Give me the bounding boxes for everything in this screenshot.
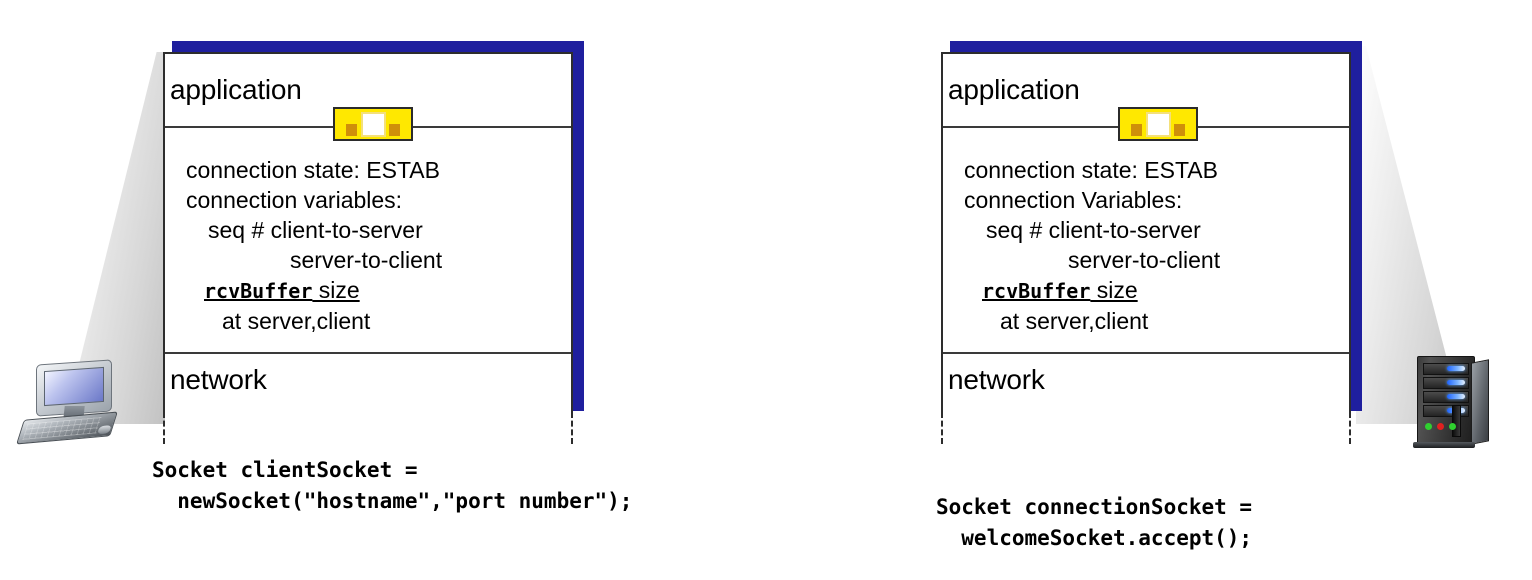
server-socket-pin-right: [1174, 124, 1185, 136]
client-state-line-0: connection state: ESTAB: [186, 157, 440, 183]
server-status-light-green-2: [1449, 423, 1456, 430]
client-stack-shadow-top: [172, 41, 584, 52]
client-code-line-1: Socket clientSocket =: [152, 458, 418, 482]
client-socket-hole: [361, 112, 386, 137]
client-buffer-line: rcvBuffer size: [186, 275, 442, 306]
server-state-line-0: connection state: ESTAB: [964, 157, 1218, 183]
server-network-label: network: [948, 364, 1045, 395]
client-code-caption: Socket clientSocket = newSocket("hostnam…: [152, 455, 632, 517]
server-socket-hole: [1146, 112, 1171, 137]
client-connection-state-block: connection state: ESTAB connection varia…: [186, 155, 442, 336]
client-state-line-3: server-to-client: [290, 247, 443, 273]
server-divider-network: [943, 352, 1349, 354]
server-bay-1: [1423, 363, 1469, 375]
monitor-screen: [44, 366, 104, 407]
client-network-label: network: [170, 364, 267, 395]
server-buffer-size-token: size: [1090, 277, 1138, 303]
server-side-panel: [1471, 359, 1489, 445]
server-state-line-1: connection Variables:: [964, 187, 1183, 213]
server-led-1: [1447, 366, 1465, 371]
keyboard-keys: [22, 416, 102, 440]
server-state-line-4: at server,client: [1000, 308, 1149, 334]
client-application-label: application: [170, 74, 302, 105]
client-buffer-size-token: size: [312, 277, 360, 303]
server-bay-3: [1423, 391, 1469, 403]
client-socket-pin-left: [346, 124, 357, 136]
server-status-lights: [1425, 423, 1456, 430]
server-stack-shadow-right: [1351, 41, 1362, 411]
client-rcvbuffer-token: rcvBuffer: [204, 279, 313, 303]
server-optical-slot: [1452, 405, 1461, 437]
client-divider-network: [165, 352, 571, 354]
server-application-label: application: [948, 74, 1080, 105]
server-base: [1413, 442, 1475, 448]
client-socket-icon[interactable]: [333, 107, 413, 141]
client-socket-pin-right: [389, 124, 400, 136]
server-chassis: [1417, 356, 1475, 446]
client-state-line-1: connection variables:: [186, 187, 403, 213]
server-led-2: [1447, 380, 1465, 385]
server-leg-right: [1349, 412, 1351, 444]
server-socket-icon[interactable]: [1118, 107, 1198, 141]
server-code-line-2: welcomeSocket.accept();: [936, 526, 1253, 550]
keyboard: [16, 411, 118, 445]
server-stack-shadow-top: [950, 41, 1362, 52]
server-connection-state-block: connection state: ESTAB connection Varia…: [964, 155, 1220, 336]
server-bay-4: [1423, 405, 1469, 417]
server-led-3: [1447, 394, 1465, 399]
server-state-line-2: seq # client-to-server: [986, 217, 1201, 243]
server-status-light-red: [1437, 423, 1444, 430]
server-code-line-1: Socket connectionSocket =: [936, 495, 1253, 519]
client-state-line-4: at server,client: [222, 308, 371, 334]
server-bay-2: [1423, 377, 1469, 389]
server-buffer-line: rcvBuffer size: [964, 275, 1220, 306]
client-code-line-2: newSocket("hostname","port number");: [152, 489, 633, 513]
server-socket-pin-left: [1131, 124, 1142, 136]
client-leg-left: [163, 412, 165, 444]
client-stack-shadow-right: [573, 41, 584, 411]
server-status-light-green-1: [1425, 423, 1432, 430]
server-state-line-3: server-to-client: [1068, 247, 1221, 273]
client-leg-right: [571, 412, 573, 444]
server-rcvbuffer-token: rcvBuffer: [982, 279, 1091, 303]
server-leg-left: [941, 412, 943, 444]
server-tower-icon: [1405, 352, 1505, 452]
mouse: [97, 425, 112, 435]
server-code-caption: Socket connectionSocket = welcomeSocket.…: [936, 492, 1252, 554]
client-computer-icon: [14, 356, 130, 452]
client-state-line-2: seq # client-to-server: [208, 217, 423, 243]
